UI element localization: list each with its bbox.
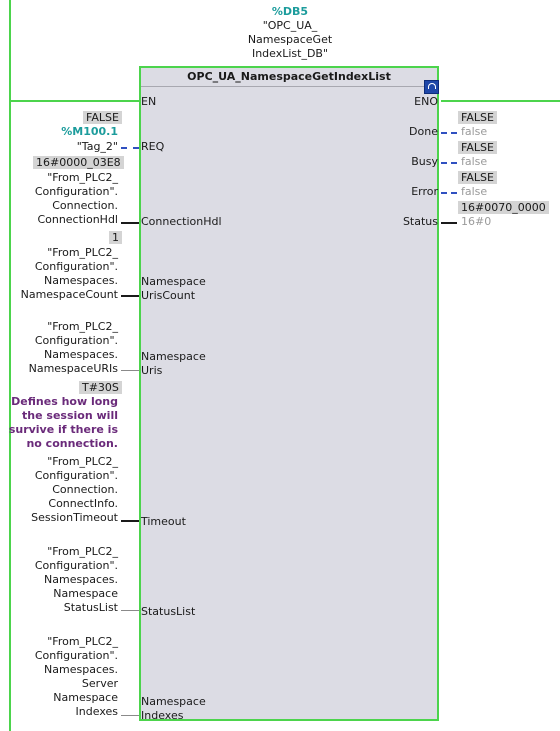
error-live-value: FALSE	[458, 171, 497, 184]
function-block[interactable]: OPC_UA_NamespaceGetIndexList	[139, 66, 439, 721]
comment-line: Defines how long	[11, 395, 118, 408]
operand-line: "From_PLC2_	[47, 246, 118, 259]
pin-done[interactable]: Done	[409, 125, 438, 138]
pin-timeout[interactable]: Timeout	[141, 515, 186, 528]
namespace-indexes-operand[interactable]: "From_PLC2_ Configuration". Namespaces. …	[35, 635, 118, 719]
namespace-indexes-wire	[121, 715, 139, 716]
operand-line: Configuration".	[34, 649, 118, 662]
operand-line: "From_PLC2_	[47, 635, 118, 648]
operand-line: Configuration".	[34, 185, 118, 198]
pin-error[interactable]: Error	[411, 185, 438, 198]
pin-label-line: Namespace	[141, 695, 206, 708]
operand-line: Namespaces.	[44, 348, 118, 361]
namespace-uris-count-wire	[121, 295, 139, 297]
pin-status[interactable]: Status	[402, 215, 438, 228]
operand-line: Configuration".	[34, 469, 118, 482]
operand-line: "From_PLC2_	[47, 171, 118, 184]
pin-label-line: Namespace	[141, 350, 206, 363]
connection-hdl-operand[interactable]: "From_PLC2_ Configuration". Connection. …	[35, 171, 118, 227]
operand-line: Configuration".	[34, 334, 118, 347]
req-live-value: FALSE	[83, 111, 122, 124]
operand-line: NamespaceCount	[20, 288, 118, 301]
instance-db-name-line: "OPC_UA_	[262, 19, 318, 32]
operand-line: Namespaces.	[44, 573, 118, 586]
operand-line: Namespaces.	[44, 274, 118, 287]
namespace-uris-count-live-value: 1	[109, 231, 122, 244]
status-wire	[441, 222, 457, 224]
timeout-comment: Defines how long the session will surviv…	[9, 395, 118, 451]
operand-line: Server	[81, 677, 118, 690]
operand-line: SessionTimeout	[31, 511, 118, 524]
en-rung	[11, 100, 139, 102]
connection-hdl-live-value: 16#0000_03E8	[33, 156, 124, 169]
timeout-operand[interactable]: "From_PLC2_ Configuration". Connection. …	[31, 455, 118, 525]
error-wire	[441, 192, 457, 194]
pin-label-line: Uris	[141, 364, 163, 377]
operand-line: Configuration".	[34, 559, 118, 572]
pin-namespace-uris-count[interactable]: Namespace UrisCount	[141, 275, 206, 303]
pin-label-line: UrisCount	[141, 289, 196, 302]
pin-label-line: Indexes	[141, 709, 184, 722]
instance-db-icon[interactable]	[424, 80, 439, 94]
pin-namespace-uris[interactable]: Namespace Uris	[141, 350, 206, 378]
timeout-live-value: T#30S	[79, 381, 122, 394]
operand-line: Namespace	[53, 587, 118, 600]
pin-busy[interactable]: Busy	[411, 155, 438, 168]
instance-db-name[interactable]: "OPC_UA_ NamespaceGet IndexList_DB"	[230, 19, 350, 61]
instance-db-name-line: NamespaceGet	[247, 33, 333, 46]
operand-line: "From_PLC2_	[47, 455, 118, 468]
status-operand[interactable]: 16#0	[461, 215, 492, 228]
operand-line: Namespaces.	[44, 663, 118, 676]
operand-line: Namespace	[53, 691, 118, 704]
operand-line: "From_PLC2_	[47, 320, 118, 333]
instance-db-address[interactable]: %DB5	[271, 5, 309, 18]
pin-en[interactable]: EN	[141, 95, 157, 108]
pin-namespace-indexes[interactable]: Namespace Indexes	[141, 695, 206, 723]
done-operand[interactable]: false	[461, 125, 488, 138]
pin-status-list[interactable]: StatusList	[141, 605, 196, 618]
comment-line: survive if there is	[8, 423, 118, 436]
operand-line: ConnectionHdl	[37, 213, 118, 226]
block-title: OPC_UA_NamespaceGetIndexList	[141, 68, 437, 87]
busy-live-value: FALSE	[458, 141, 497, 154]
status-list-wire	[121, 610, 139, 611]
connection-hdl-wire	[121, 222, 139, 224]
pin-connection-hdl[interactable]: ConnectionHdl	[141, 215, 222, 228]
busy-wire	[441, 162, 457, 164]
pin-eno[interactable]: ENO	[414, 95, 438, 108]
operand-line: Connection.	[52, 199, 118, 212]
pin-req[interactable]: REQ	[141, 140, 165, 153]
operand-line: Connection.	[52, 483, 118, 496]
instance-db-name-line: IndexList_DB"	[251, 47, 329, 60]
comment-line: no connection.	[26, 437, 118, 450]
error-operand[interactable]: false	[461, 185, 488, 198]
namespace-uris-count-operand[interactable]: "From_PLC2_ Configuration". Namespaces. …	[21, 246, 118, 302]
busy-operand[interactable]: false	[461, 155, 488, 168]
operand-line: ConnectInfo.	[48, 497, 118, 510]
operand-line: "From_PLC2_	[47, 545, 118, 558]
status-live-value: 16#0070_0000	[458, 201, 549, 214]
req-tag[interactable]: "Tag_2"	[76, 140, 118, 153]
eno-rung	[441, 100, 560, 102]
timeout-wire	[121, 520, 139, 522]
done-live-value: FALSE	[458, 111, 497, 124]
operand-line: Indexes	[75, 705, 118, 718]
pin-label-line: Namespace	[141, 275, 206, 288]
operand-line: Configuration".	[34, 260, 118, 273]
comment-line: the session will	[22, 409, 118, 422]
status-list-operand[interactable]: "From_PLC2_ Configuration". Namespaces. …	[35, 545, 118, 615]
power-rail	[9, 0, 11, 731]
done-wire	[441, 132, 457, 134]
namespace-uris-wire	[121, 370, 139, 371]
namespace-uris-operand[interactable]: "From_PLC2_ Configuration". Namespaces. …	[29, 320, 118, 376]
operand-line: StatusList	[63, 601, 118, 614]
operand-line: NamespaceURIs	[28, 362, 118, 375]
req-address[interactable]: %M100.1	[61, 125, 118, 138]
req-wire	[121, 147, 139, 149]
